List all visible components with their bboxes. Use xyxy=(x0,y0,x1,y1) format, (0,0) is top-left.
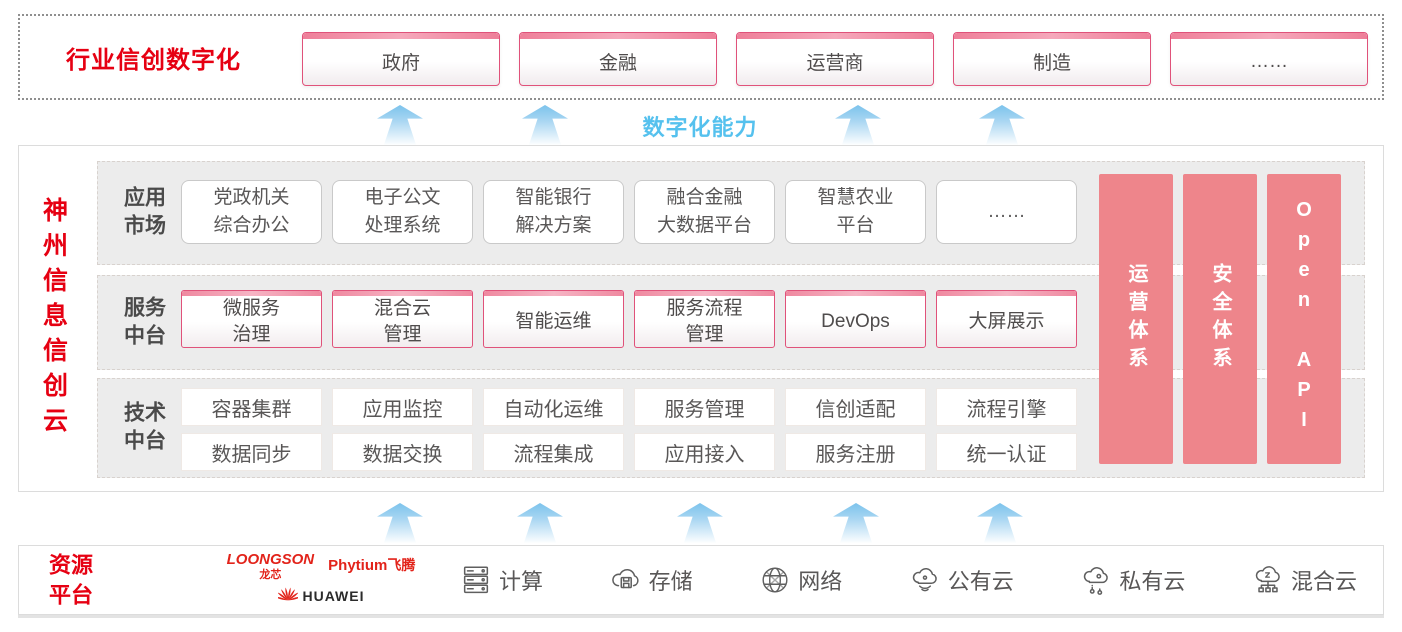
network-globe-icon xyxy=(758,563,792,597)
up-arrow-icon xyxy=(977,503,1023,543)
sector-label: 金融 xyxy=(598,53,637,74)
pillar-security-system: 安全体系 xyxy=(1183,174,1257,464)
app-box: 党政机关 综合办公 xyxy=(181,180,322,244)
tech-box: 应用监控 xyxy=(332,388,473,426)
app-box: 智能银行 解决方案 xyxy=(483,180,624,244)
service-box: DevOps xyxy=(785,290,926,348)
industry-layer-title: 行业信创数字化 xyxy=(66,46,241,74)
resource-item-network: 网络 xyxy=(758,563,842,597)
service-platform-label: 服务 中台 xyxy=(124,296,166,348)
service-box: 智能运维 xyxy=(483,290,624,348)
service-platform-boxes: 微服务 治理 混合云 管理 智能运维 服务流程 管理 DevOps 大屏展示 xyxy=(181,290,1077,348)
service-box: 大屏展示 xyxy=(936,290,1077,348)
loongson-logo: LOONGSON 龙芯 xyxy=(226,551,315,581)
sector-box-government: 政府 xyxy=(302,32,500,86)
up-arrow-icon xyxy=(522,105,568,145)
storage-cloud-icon xyxy=(609,563,643,597)
tech-box: 数据交换 xyxy=(332,433,473,471)
sector-label: 运营商 xyxy=(806,53,864,74)
resource-item-label: 存储 xyxy=(648,569,693,594)
resource-item-label: 公有云 xyxy=(947,569,1014,594)
resource-item-label: 网络 xyxy=(798,569,843,594)
pillar-open-api: Open API xyxy=(1267,174,1341,464)
hybrid-cloud-icon xyxy=(1251,563,1285,597)
huawei-logo: HUAWEI xyxy=(211,584,431,607)
platform-title: 神州信息信创云 xyxy=(39,196,68,442)
app-box: 电子公文 处理系统 xyxy=(332,180,473,244)
server-icon xyxy=(459,563,493,597)
up-arrow-icon xyxy=(835,105,881,145)
resource-item-public-cloud: 公有云 xyxy=(908,563,1014,597)
capability-label: 数字化能力 xyxy=(642,115,758,140)
sector-label: …… xyxy=(1250,50,1288,72)
resource-layer: 资源 平台 LOONGSON 龙芯 Phytium飞腾 xyxy=(18,545,1384,615)
industry-layer: 行业信创数字化 政府 金融 运营商 制造 …… xyxy=(18,14,1384,100)
up-arrow-icon xyxy=(377,503,423,543)
service-box: 混合云 管理 xyxy=(332,290,473,348)
sector-label: 制造 xyxy=(1032,53,1071,74)
resource-item-label: 私有云 xyxy=(1119,569,1186,594)
tech-box: 服务注册 xyxy=(785,433,926,471)
huawei-flower-icon xyxy=(274,584,301,607)
resource-items: 计算 存储 xyxy=(459,546,1357,614)
app-market-label: 应用 市场 xyxy=(124,186,166,238)
tech-box: 容器集群 xyxy=(181,388,322,426)
cloud-platform-panel: 神州信息信创云 应用 市场 党政机关 综合办公 电子公文 处理系统 智能银行 解… xyxy=(18,145,1384,492)
service-box: 服务流程 管理 xyxy=(634,290,775,348)
resource-item-compute: 计算 xyxy=(459,563,543,597)
vendor-logos: LOONGSON 龙芯 Phytium飞腾 xyxy=(211,551,431,607)
tech-box: 服务管理 xyxy=(634,388,775,426)
app-box-more: …… xyxy=(936,180,1077,244)
resource-item-private-cloud: 私有云 xyxy=(1079,563,1185,597)
tech-box: 流程集成 xyxy=(483,433,624,471)
sector-box-finance: 金融 xyxy=(519,32,717,86)
industry-sector-list: 政府 金融 运营商 制造 …… xyxy=(302,32,1368,86)
tech-box: 统一认证 xyxy=(936,433,1077,471)
up-arrow-icon xyxy=(833,503,879,543)
resource-layer-title: 资源 平台 xyxy=(49,552,94,607)
app-market-row: 应用 市场 党政机关 综合办公 电子公文 处理系统 智能银行 解决方案 融合金融… xyxy=(97,161,1365,265)
up-arrow-icon xyxy=(677,503,723,543)
tech-box: 自动化运维 xyxy=(483,388,624,426)
app-market-boxes: 党政机关 综合办公 电子公文 处理系统 智能银行 解决方案 融合金融 大数据平台… xyxy=(181,180,1077,244)
resource-item-label: 混合云 xyxy=(1290,569,1357,594)
up-arrow-icon xyxy=(517,503,563,543)
app-box: 智慧农业 平台 xyxy=(785,180,926,244)
resource-item-storage: 存储 xyxy=(609,563,693,597)
up-arrow-icon xyxy=(979,105,1025,145)
private-cloud-icon xyxy=(1079,563,1113,597)
service-box: 微服务 治理 xyxy=(181,290,322,348)
tech-box: 信创适配 xyxy=(785,388,926,426)
sector-box-operator: 运营商 xyxy=(736,32,934,86)
public-cloud-icon xyxy=(908,563,942,597)
sector-box-more: …… xyxy=(1170,32,1368,86)
resource-item-hybrid-cloud: 混合云 xyxy=(1251,563,1357,597)
phytium-logo: Phytium飞腾 xyxy=(328,557,416,574)
tech-box: 应用接入 xyxy=(634,433,775,471)
service-platform-row: 服务 中台 微服务 治理 混合云 管理 智能运维 服务流程 管理 DevOps … xyxy=(97,275,1365,370)
tech-box: 数据同步 xyxy=(181,433,322,471)
up-arrow-icon xyxy=(377,105,423,145)
pillar-operations-system: 运营体系 xyxy=(1099,174,1173,464)
app-box: 融合金融 大数据平台 xyxy=(634,180,775,244)
tech-platform-row: 技术 中台 容器集群 应用监控 自动化运维 服务管理 信创适配 流程引擎 数据同… xyxy=(97,378,1365,478)
tech-platform-boxes-bottom: 数据同步 数据交换 流程集成 应用接入 服务注册 统一认证 xyxy=(181,433,1077,471)
sector-label: 政府 xyxy=(381,53,420,74)
resource-item-label: 计算 xyxy=(499,569,544,594)
tech-platform-label: 技术 中台 xyxy=(124,401,166,453)
sector-box-manufacturing: 制造 xyxy=(953,32,1151,86)
tech-platform-boxes-top: 容器集群 应用监控 自动化运维 服务管理 信创适配 流程引擎 xyxy=(181,388,1077,426)
tech-box: 流程引擎 xyxy=(936,388,1077,426)
